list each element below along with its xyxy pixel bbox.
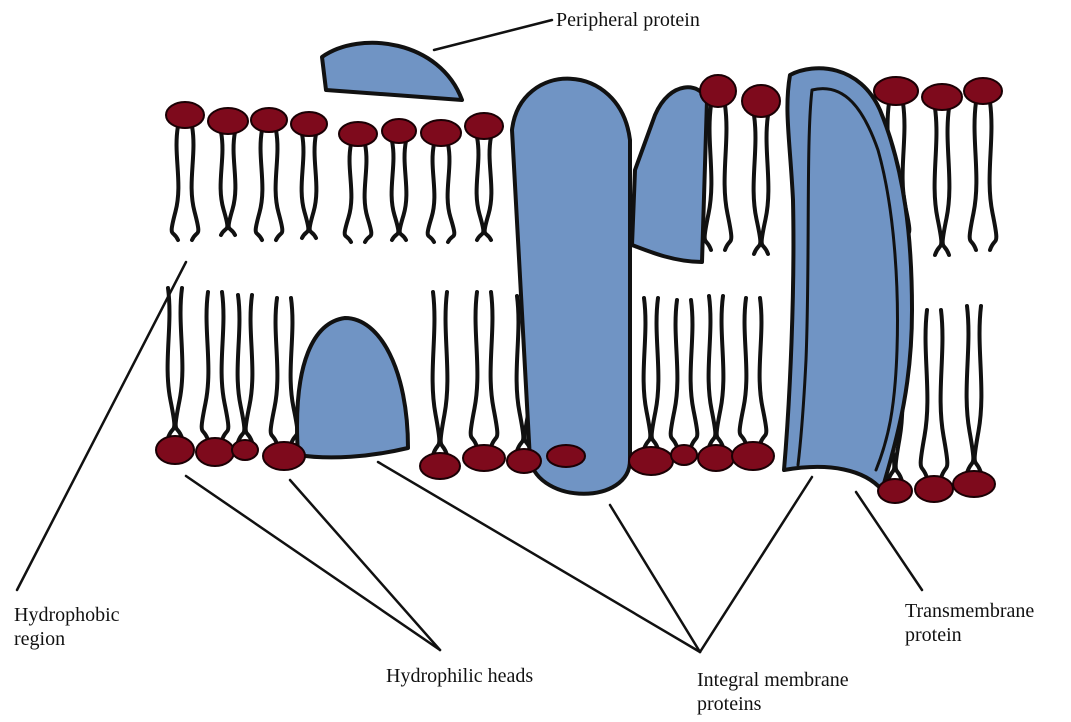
hydrophilic-head	[964, 78, 1002, 104]
hydrophilic-head	[953, 471, 995, 497]
lipid-tail	[691, 300, 698, 447]
lipid-tail	[271, 298, 278, 444]
hydrophilic-head	[671, 445, 697, 465]
lipid-tail	[941, 310, 948, 478]
hydrophilic-head	[251, 108, 287, 132]
peripheral-protein-shape	[322, 43, 462, 100]
lipid-tail	[229, 132, 236, 235]
lipid-tail	[485, 137, 492, 240]
lipid-tail	[725, 105, 732, 250]
lipid-tail	[448, 144, 455, 242]
pointer-line	[290, 480, 440, 650]
pointer-line	[434, 20, 552, 50]
lipid-tail	[671, 300, 678, 447]
lipid-tail	[302, 134, 309, 238]
lipid-tail	[168, 288, 175, 438]
label-integral-line-1: Integral membrane	[697, 668, 849, 692]
hydrophilic-head	[382, 119, 416, 143]
lipid-tail	[935, 108, 942, 255]
lipid-tail	[310, 134, 317, 238]
lipid-tail	[943, 108, 950, 255]
lipid-tail	[762, 115, 769, 254]
lipid-tail	[652, 298, 659, 449]
lipid-tail	[222, 292, 229, 440]
pointer-line	[186, 476, 440, 650]
lipid-tail	[471, 292, 478, 447]
hydrophilic-head	[874, 77, 918, 105]
hydrophilic-head	[166, 102, 204, 128]
lipid-tail	[400, 141, 407, 240]
lipid-tail	[433, 292, 440, 455]
lipid-tail	[740, 298, 747, 444]
lipid-tail	[202, 292, 209, 440]
label-hydrophobic-line-2: region	[14, 627, 120, 651]
pointer-line	[856, 492, 922, 590]
hydrophilic-head	[698, 445, 734, 471]
hydrophilic-head	[339, 122, 377, 146]
label-hydrophilic-heads: Hydrophilic heads	[386, 664, 533, 688]
hydrophilic-head	[263, 442, 305, 470]
hydrophilic-head	[291, 112, 327, 136]
hydrophilic-head	[878, 479, 912, 503]
lipid-tail	[760, 298, 767, 444]
hydrophilic-head	[732, 442, 774, 470]
hydrophilic-head	[507, 449, 541, 473]
pointer-line	[700, 477, 812, 652]
lipid-tail	[221, 132, 228, 235]
lipid-tail	[644, 298, 651, 449]
lipid-tail	[441, 292, 448, 455]
hydrophilic-head	[196, 438, 234, 466]
lipid-tail	[365, 144, 372, 242]
label-integral-membrane-proteins: Integral membrane proteins	[697, 668, 849, 716]
lipid-tail	[345, 144, 352, 242]
lipid-tail	[921, 310, 928, 478]
hydrophilic-head	[232, 440, 258, 460]
label-peripheral-protein: Peripheral protein	[556, 8, 700, 32]
hydrophilic-head	[547, 445, 585, 467]
integral-protein-lower-shape	[297, 318, 408, 457]
hydrophilic-head	[465, 113, 503, 139]
hydrophilic-head	[922, 84, 962, 110]
hydrophilic-head	[629, 447, 673, 475]
hydrophilic-head	[742, 85, 780, 117]
pointer-line	[17, 262, 186, 590]
lipid-tail	[256, 130, 263, 240]
integral-protein-small-shape	[632, 87, 707, 262]
lipid-tail	[709, 296, 716, 447]
lipid-tail	[990, 102, 997, 250]
lipid-tail	[238, 295, 245, 442]
lipid-tail	[717, 296, 724, 447]
pointer-line	[378, 462, 700, 652]
label-transmembrane-line-2: protein	[905, 623, 1034, 647]
lipid-tail	[172, 126, 179, 240]
integral-protein-tall-shape	[512, 79, 630, 494]
label-hydrophobic-line-1: Hydrophobic	[14, 603, 120, 627]
hydrophilic-head	[156, 436, 194, 464]
lipid-tail	[392, 141, 399, 240]
lipid-tail	[975, 306, 982, 473]
hydrophilic-head	[208, 108, 248, 134]
lipid-tail	[428, 144, 435, 242]
label-integral-line-2: proteins	[697, 692, 849, 716]
label-hydrophobic-region: Hydrophobic region	[14, 603, 120, 651]
lipid-tail	[477, 137, 484, 240]
lipid-tail	[176, 288, 183, 438]
lipid-tail	[276, 130, 283, 240]
lipid-tail	[970, 102, 977, 250]
lipid-tail	[192, 126, 199, 240]
hydrophilic-head	[420, 453, 460, 479]
pointer-line	[610, 505, 700, 652]
lipid-tail	[967, 306, 974, 473]
lipid-tail	[754, 115, 761, 254]
membrane-proteins	[297, 43, 912, 494]
hydrophilic-head	[700, 75, 736, 107]
label-transmembrane-protein: Transmembrane protein	[905, 599, 1034, 647]
lipid-tail	[246, 295, 253, 442]
hydrophilic-head	[463, 445, 505, 471]
label-transmembrane-line-1: Transmembrane	[905, 599, 1034, 623]
lipid-tail	[491, 292, 498, 447]
hydrophilic-head	[915, 476, 953, 502]
hydrophilic-head	[421, 120, 461, 146]
